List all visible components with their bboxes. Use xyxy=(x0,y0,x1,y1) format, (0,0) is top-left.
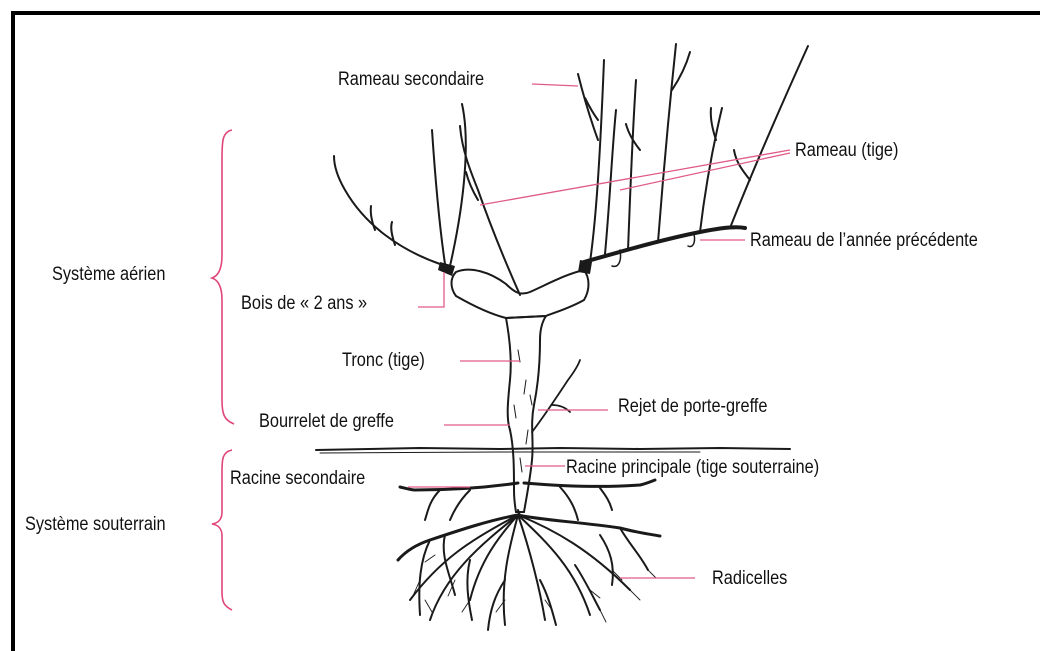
label-systeme-souterrain: Système souterrain xyxy=(25,513,166,534)
brace-systeme-aerien xyxy=(212,130,234,424)
label-rameau-secondaire: Rameau secondaire xyxy=(338,68,484,89)
label-radicelles: Radicelles xyxy=(712,567,787,588)
label-rameau-tige: Rameau (tige) xyxy=(795,139,898,160)
label-rejet-porte-greffe: Rejet de porte-greffe xyxy=(618,395,768,416)
label-bois-2-ans: Bois de « 2 ans » xyxy=(241,292,367,313)
label-rameau-annee-precedente: Rameau de l’année précédente xyxy=(750,229,978,250)
ground-line xyxy=(316,448,790,450)
trunk-bark-marks xyxy=(514,350,532,472)
ground-line-shade xyxy=(320,452,700,453)
label-racine-secondaire: Racine secondaire xyxy=(230,467,365,488)
label-tronc: Tronc (tige) xyxy=(342,349,425,370)
label-bourrelet-greffe: Bourrelet de greffe xyxy=(259,410,394,431)
label-racine-principale: Racine principale (tige souterraine) xyxy=(566,456,819,477)
label-systeme-aerien: Système aérien xyxy=(52,263,165,284)
root-system xyxy=(398,480,660,630)
brace-systeme-souterrain xyxy=(212,450,232,610)
